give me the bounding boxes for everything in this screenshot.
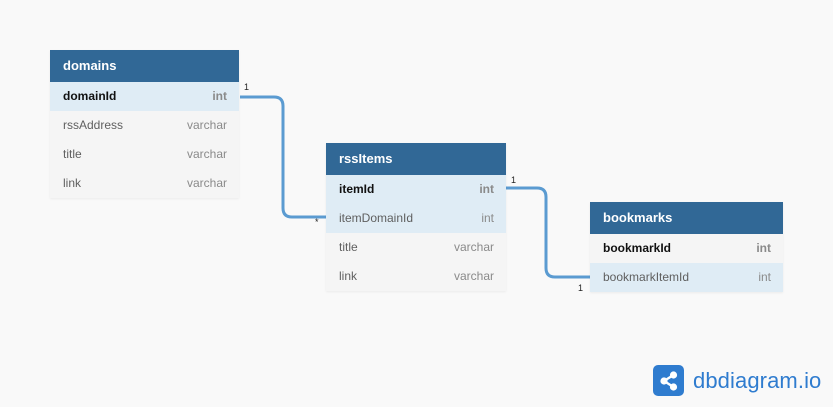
cardinality-label: 1 [511,175,517,185]
table-bookmarks[interactable]: bookmarks bookmarkId int bookmarkItemId … [590,202,783,292]
table-field[interactable]: link varchar [50,169,239,198]
field-type: int [756,241,771,255]
relation-rssitems-bookmarks [506,186,590,279]
cardinality-label: 1 [244,82,250,92]
field-name: title [63,147,82,161]
field-name: itemId [339,182,375,196]
field-name: link [63,176,82,190]
table-field[interactable]: bookmarkItemId int [590,263,783,292]
table-field[interactable]: title varchar [326,233,506,262]
field-name: domainId [63,89,117,103]
field-name: bookmarkId [603,241,672,255]
table-field[interactable]: title varchar [50,140,239,169]
field-type: int [212,89,227,103]
table-header[interactable]: bookmarks [590,202,783,234]
dbdiagram-logo[interactable]: dbdiagram.io [653,365,821,396]
table-domains[interactable]: domains domainId int rssAddress varchar … [50,50,239,198]
share-icon [653,365,684,396]
field-name: bookmarkItemId [603,270,690,284]
field-type: varchar [186,118,227,132]
table-field[interactable]: bookmarkId int [590,234,783,263]
cardinality-label: * [315,217,319,227]
field-type: int [758,270,771,284]
field-name: rssAddress [63,118,124,132]
table-field[interactable]: itemId int [326,175,506,204]
table-field[interactable]: domainId int [50,82,239,111]
logo-text: dbdiagram.io [693,367,822,393]
table-header[interactable]: domains [50,50,239,82]
table-field[interactable]: rssAddress varchar [50,111,239,140]
field-type: varchar [186,147,227,161]
field-name: itemDomainId [339,211,414,225]
field-type: int [479,182,494,196]
field-type: int [481,211,494,225]
field-type: varchar [453,240,494,254]
relation-domains-rssitems [240,95,326,219]
field-name: link [339,269,358,283]
table-field[interactable]: itemDomainId int [326,204,506,233]
table-rssitems[interactable]: rssItems itemId int itemDomainId int tit… [326,143,506,291]
field-name: title [339,240,358,254]
field-type: varchar [453,269,494,283]
table-header[interactable]: rssItems [326,143,506,175]
cardinality-label: 1 [578,283,584,293]
table-field[interactable]: link varchar [326,262,506,291]
field-type: varchar [186,176,227,190]
